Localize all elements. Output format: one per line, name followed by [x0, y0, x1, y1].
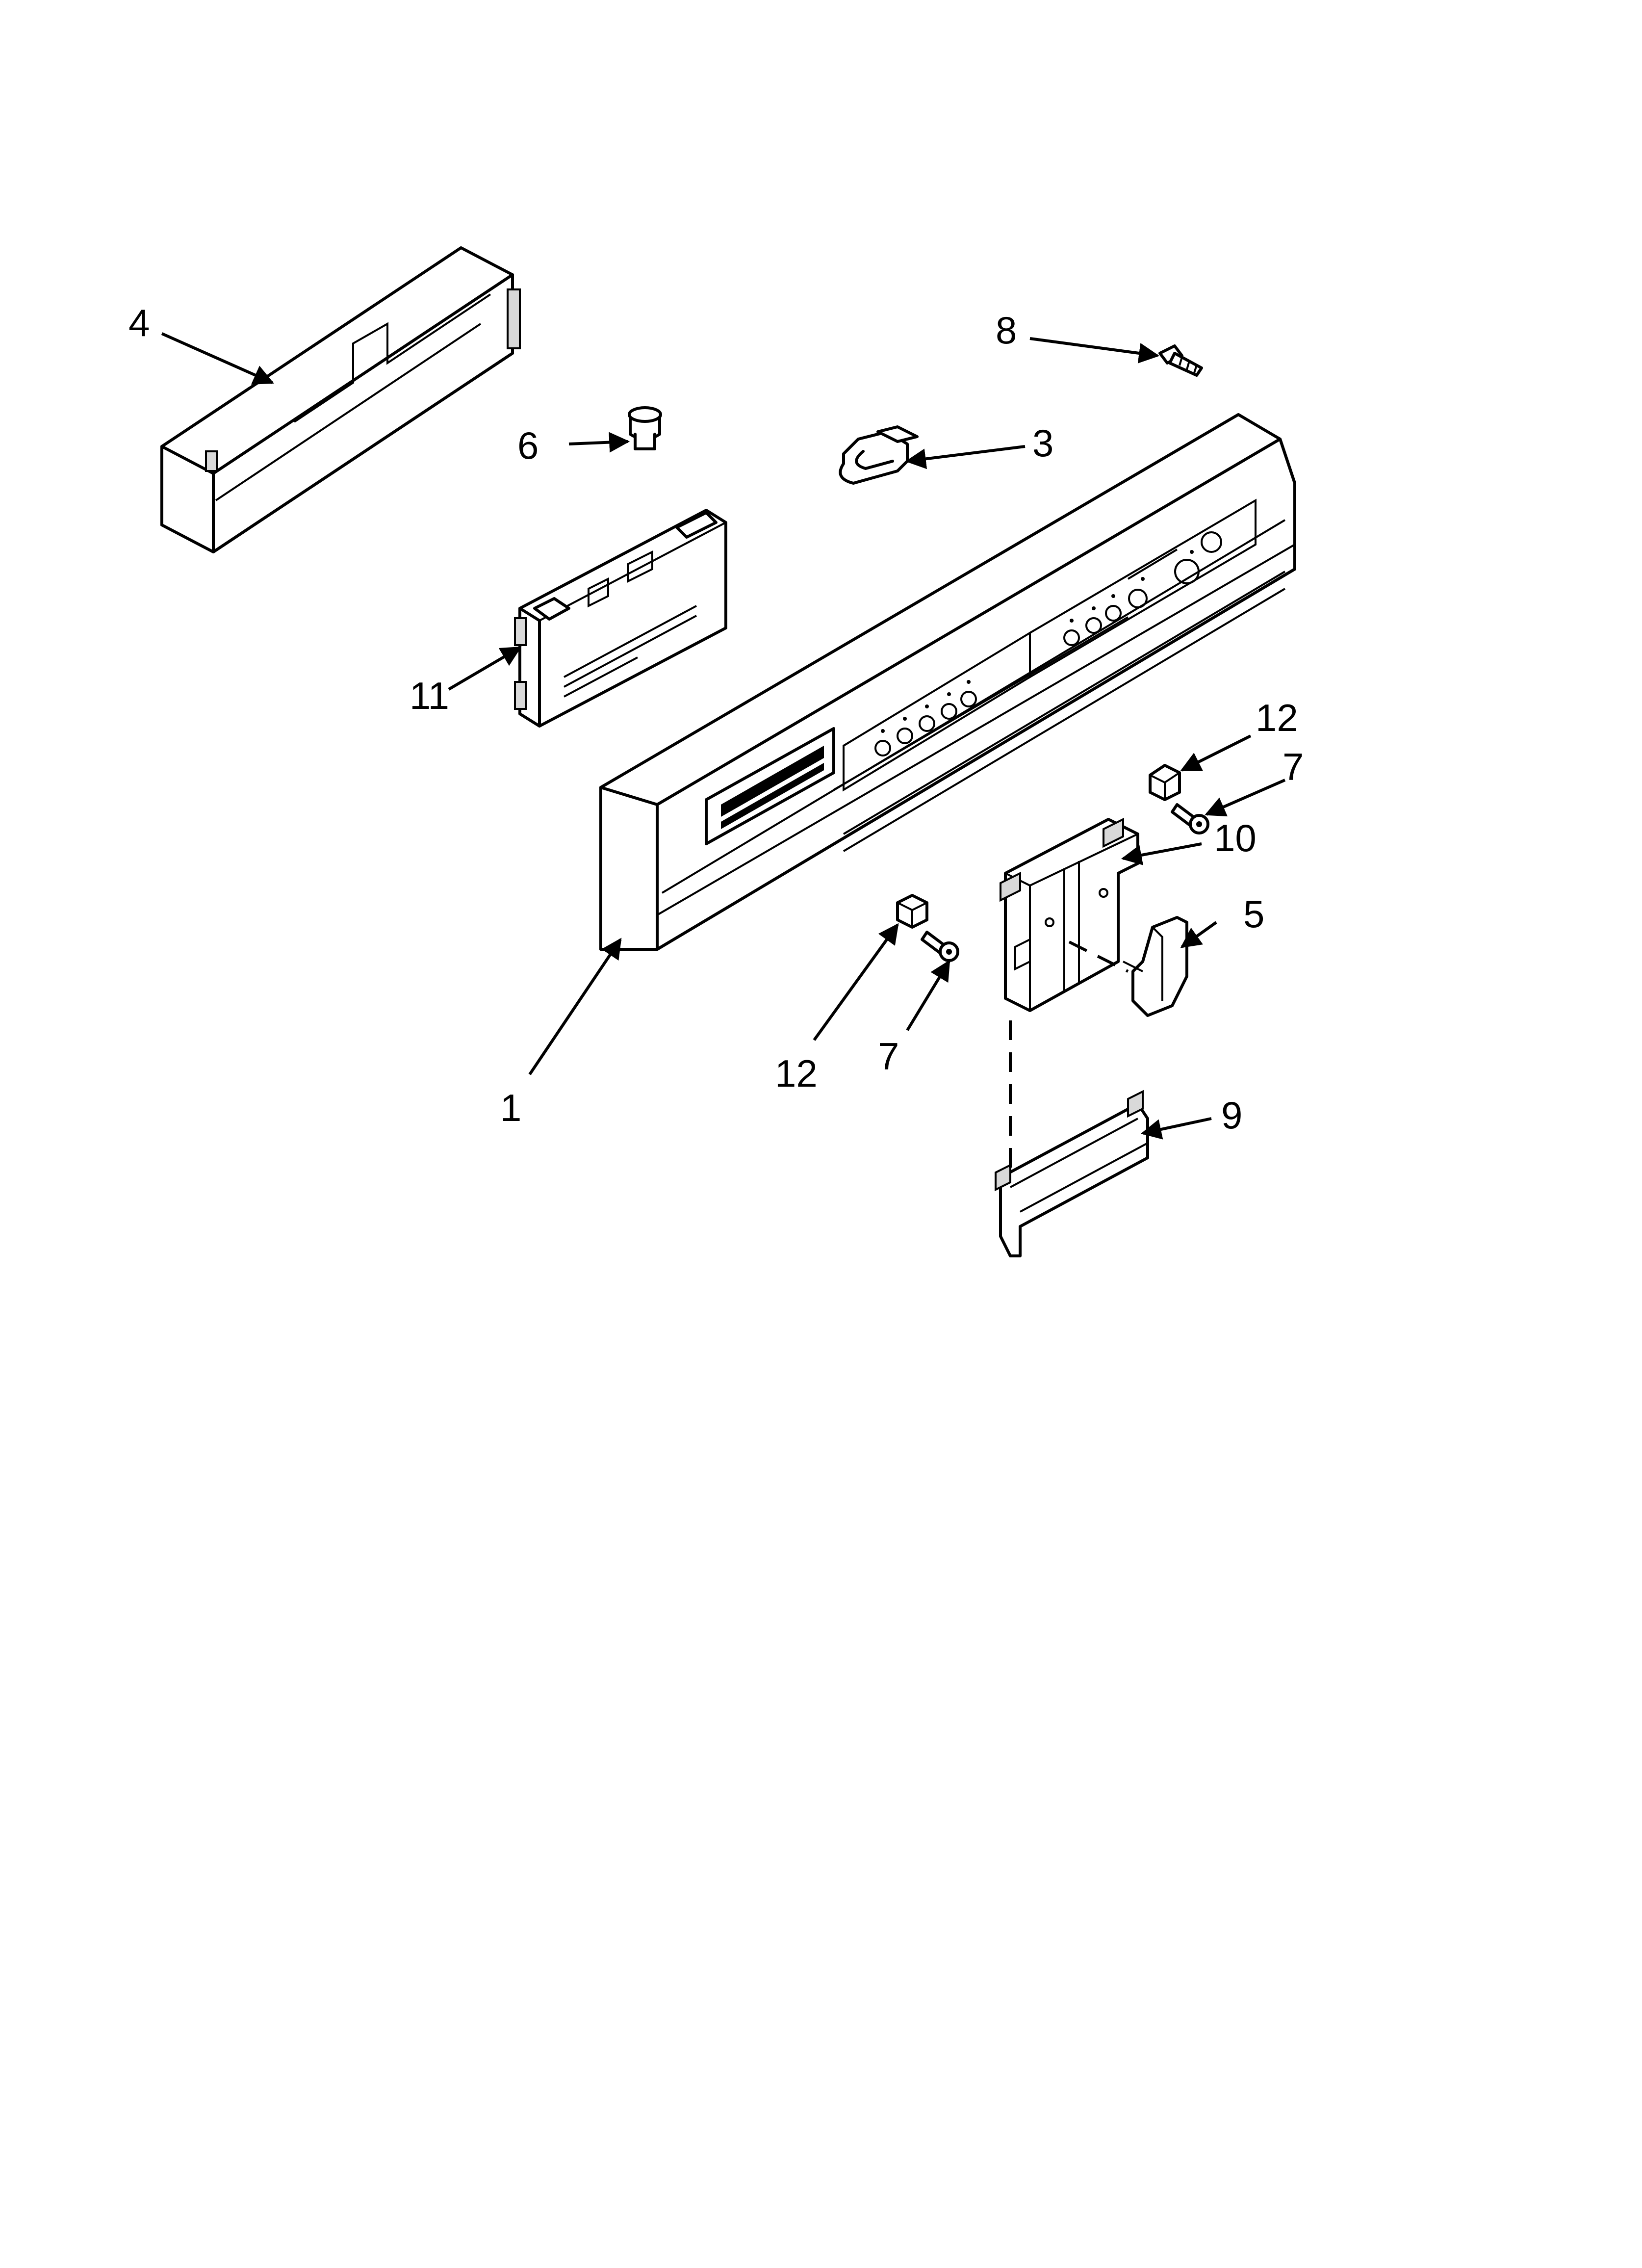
callout-leaders	[161, 332, 1286, 1140]
part-3-clip	[839, 425, 919, 485]
assembly-guide-lines	[1009, 940, 1129, 1168]
callout-12-lower: 12	[775, 1052, 818, 1095]
part-1-control-panel	[599, 413, 1296, 951]
part-12-clip-upper	[1149, 764, 1181, 801]
part-6-knob	[628, 406, 662, 450]
callout-9: 9	[1221, 1094, 1242, 1137]
part-7-screw-upper	[1171, 803, 1209, 834]
callout-7-upper: 7	[1283, 745, 1304, 788]
vent-slots	[721, 746, 824, 829]
callout-12-upper: 12	[1256, 696, 1298, 739]
part-9-bracket	[995, 1090, 1149, 1257]
callout-7-lower: 7	[878, 1035, 899, 1078]
panel-buttons-right	[1063, 531, 1222, 646]
callout-10: 10	[1214, 816, 1257, 860]
callout-8: 8	[996, 309, 1017, 352]
callout-3: 3	[1032, 421, 1053, 465]
part-10-bracket	[1000, 817, 1139, 1012]
panel-buttons-left	[874, 680, 977, 756]
callout-6: 6	[517, 424, 539, 467]
callout-1: 1	[500, 1086, 521, 1129]
callout-5: 5	[1243, 892, 1264, 936]
callout-11: 11	[410, 674, 449, 717]
part-12-clip-lower	[896, 894, 928, 929]
part-11-control-board	[514, 509, 727, 728]
part-4-top-cover	[160, 246, 521, 553]
part-5-latch	[1123, 916, 1188, 1017]
part-7-screw-lower	[921, 931, 959, 962]
callout-4: 4	[128, 301, 150, 344]
part-8-screw	[1158, 344, 1203, 377]
callout-labels: 4 6 11 8 3 12 7 10 5 12 7 1 9	[128, 301, 1304, 1137]
